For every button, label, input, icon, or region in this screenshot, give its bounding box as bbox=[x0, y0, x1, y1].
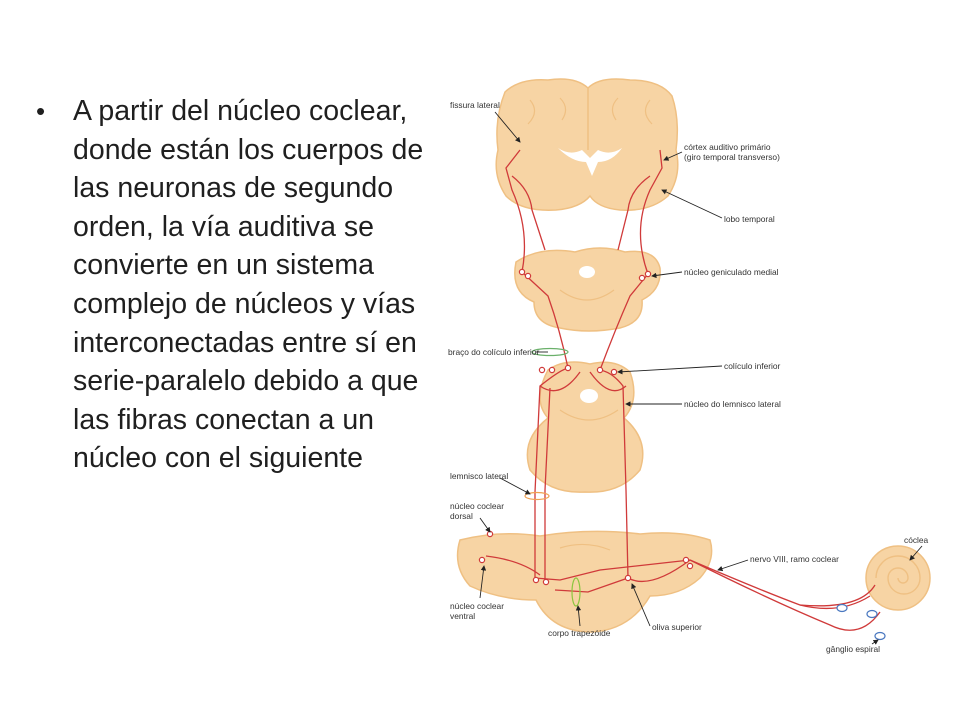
label-cortex-auditivo: córtex auditivo primário bbox=[684, 142, 771, 152]
label-nucleo-coclear-dorsal: núcleo coclear bbox=[450, 501, 504, 511]
label-nervo-viii: nervo VIII, ramo coclear bbox=[750, 554, 839, 564]
label-coliculo-inferior: colículo inferior bbox=[724, 361, 781, 371]
bullet-item: • A partir del núcleo coclear, donde est… bbox=[36, 92, 456, 478]
bullet-list: • A partir del núcleo coclear, donde est… bbox=[36, 92, 456, 478]
label-lobo-temporal: lobo temporal bbox=[724, 214, 775, 224]
diagram-labels: fissura lateral córtex auditivo primário… bbox=[448, 100, 929, 654]
thalamic-section bbox=[514, 247, 661, 332]
label-nucleo-lemnisco: núcleo do lemnisco lateral bbox=[684, 399, 781, 409]
label-coclea: cóclea bbox=[904, 535, 929, 545]
label-oliva-superior: oliva superior bbox=[652, 622, 702, 632]
midbrain-section bbox=[526, 361, 644, 493]
label-fissura-lateral: fissura lateral bbox=[450, 100, 500, 110]
label-braco-coliculo: braço do colículo inferior bbox=[448, 347, 539, 357]
bullet-text: A partir del núcleo coclear, donde están… bbox=[73, 95, 424, 475]
cochlea bbox=[865, 545, 931, 611]
auditory-pathway-diagram: fissura lateral córtex auditivo primário… bbox=[448, 78, 931, 654]
brachium-ring bbox=[531, 347, 569, 357]
auditory-pathways bbox=[485, 149, 881, 631]
spiral-ganglion-cells bbox=[836, 603, 886, 641]
nuclei-markers bbox=[478, 268, 694, 586]
label-corpo-trapezoide: corpo trapezóide bbox=[548, 628, 611, 638]
bullet-dot-icon: • bbox=[36, 96, 46, 126]
leader-lines bbox=[479, 111, 923, 645]
lateral-lemniscus-ring bbox=[524, 491, 550, 501]
cerebrum bbox=[495, 78, 679, 211]
label-nucleo-geniculado: núcleo geniculado medial bbox=[684, 267, 779, 277]
label-nucleo-coclear-dorsal-sub: dorsal bbox=[450, 511, 473, 521]
label-ganglio-espiral: gânglio espiral bbox=[826, 644, 880, 654]
brainstem-section bbox=[456, 530, 713, 633]
label-lemnisco-lateral: lemnisco lateral bbox=[450, 471, 508, 481]
label-nucleo-coclear-ventral-sub: ventral bbox=[450, 611, 475, 621]
label-nucleo-coclear-ventral: núcleo coclear bbox=[450, 601, 504, 611]
label-cortex-auditivo-sub: (giro temporal transverso) bbox=[684, 152, 780, 162]
